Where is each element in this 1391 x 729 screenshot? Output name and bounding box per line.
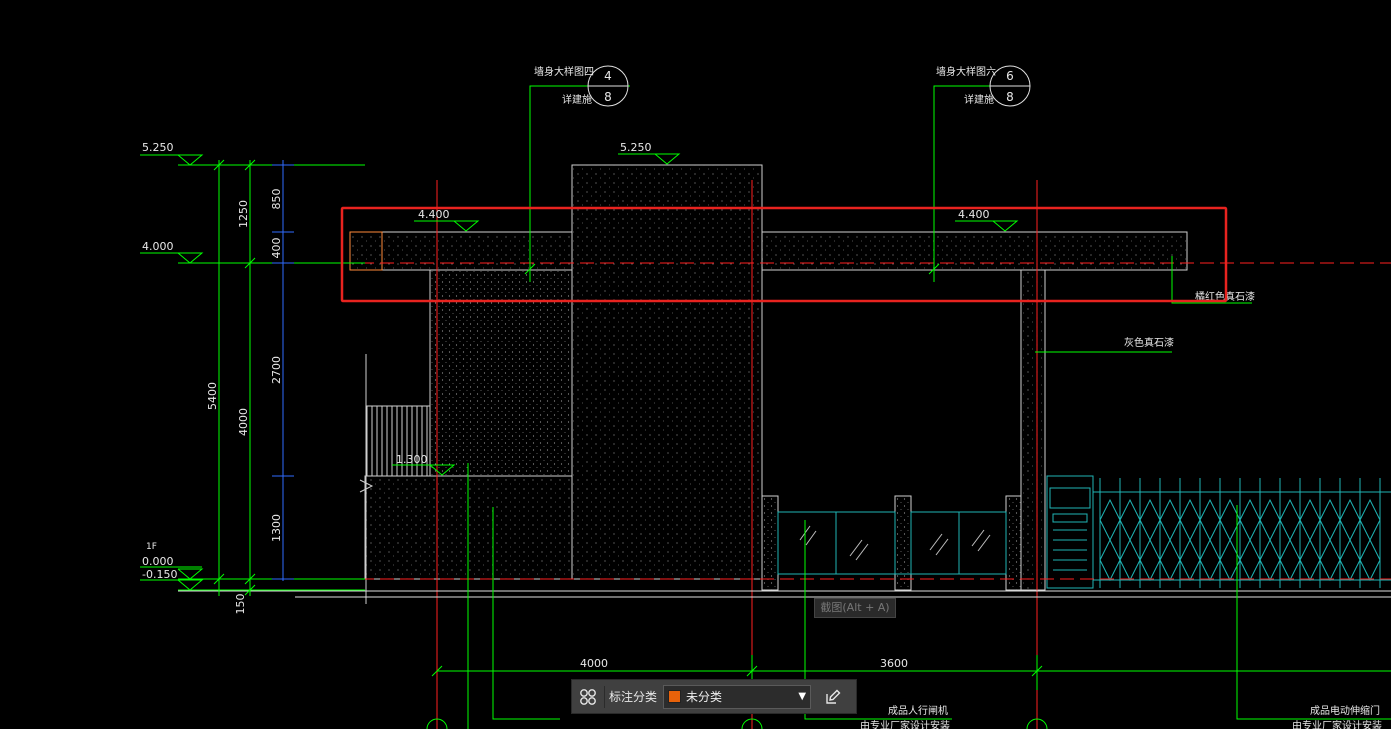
callout-leaders [426, 65, 1391, 729]
dim-bay1: 4000 [580, 657, 608, 670]
turnstile-gates [777, 511, 1007, 575]
note-turnstile: 成品人行闸机 [888, 704, 948, 717]
level-top-center: 5.250 [620, 141, 652, 154]
guard-room-upper [429, 269, 573, 477]
level-sill: 1.300 [396, 453, 428, 466]
dim-lower: 4000 [237, 408, 250, 436]
building-masses [349, 164, 1188, 604]
callout-right-num: 6 [1006, 69, 1014, 83]
annotation-toolbar: 标注分类 未分类 ▼ [571, 679, 857, 714]
level-ground: -0.150 [142, 568, 177, 581]
canopy-left-slab [349, 231, 573, 271]
dim-upper: 1250 [237, 200, 250, 228]
screenshot-tooltip: 截图(Alt + A) [814, 598, 896, 618]
edit-annotation-button[interactable] [817, 680, 849, 713]
note-sliding-gate: 成品电动伸缩门 [1310, 704, 1380, 717]
level-floor: 0.000 [142, 555, 174, 568]
level-marks [392, 153, 1019, 476]
callout-right-sub: 详建施 [964, 93, 994, 106]
axis-lines [200, 180, 1391, 729]
dim-2700: 2700 [270, 356, 283, 384]
callout-right-sheet: 8 [1006, 90, 1014, 104]
edit-icon [826, 689, 841, 704]
callout-left-sub: 详建施 [562, 93, 592, 106]
dim-1300: 1300 [270, 514, 283, 542]
dim-base: 150 [234, 594, 247, 615]
level-top-left: 5.250 [142, 141, 174, 154]
annotation-category-select[interactable]: 未分类 ▼ [663, 684, 812, 709]
dim-total: 5400 [206, 382, 219, 410]
grid-menu-button[interactable] [572, 680, 604, 713]
annotation-category-label: 标注分类 [609, 690, 658, 704]
category-selected-value: 未分类 [686, 690, 723, 704]
level-canopy-right: 4.400 [958, 208, 990, 221]
toolbar-divider [604, 685, 605, 708]
level-canopy-left: 4.400 [418, 208, 450, 221]
side-railing [365, 405, 431, 477]
electric-sliding-gate [1046, 475, 1391, 589]
callout-right-title: 墙身大样图六 [936, 65, 996, 78]
dim-850: 850 [270, 189, 283, 210]
dim-bay2: 3600 [880, 657, 908, 670]
level-mid-left: 4.000 [142, 240, 174, 253]
vertical-dimensions [140, 154, 365, 596]
callout-left-sheet: 8 [604, 90, 612, 104]
floor-tag: 1F [146, 542, 157, 552]
canopy-right-slab [761, 231, 1188, 271]
callout-left-num: 4 [604, 69, 612, 83]
blue-dimension-chain [272, 160, 294, 581]
grid-icon [580, 688, 596, 705]
note-sliding-gate-vendor: 由专业厂家设计安装 [1292, 719, 1382, 729]
callout-left-title: 墙身大样图四 [534, 65, 594, 78]
category-color-swatch [668, 690, 682, 703]
chevron-down-icon: ▼ [798, 691, 807, 702]
note-turnstile-vendor: 由专业厂家设计安装 [860, 719, 950, 729]
right-column [1020, 269, 1046, 591]
dim-400: 400 [270, 238, 283, 259]
central-tower [571, 164, 763, 580]
canopy-fascia [349, 231, 383, 271]
selection-highlight[interactable] [340, 206, 1228, 303]
note-grey-paint: 灰色真石漆 [1124, 336, 1174, 349]
